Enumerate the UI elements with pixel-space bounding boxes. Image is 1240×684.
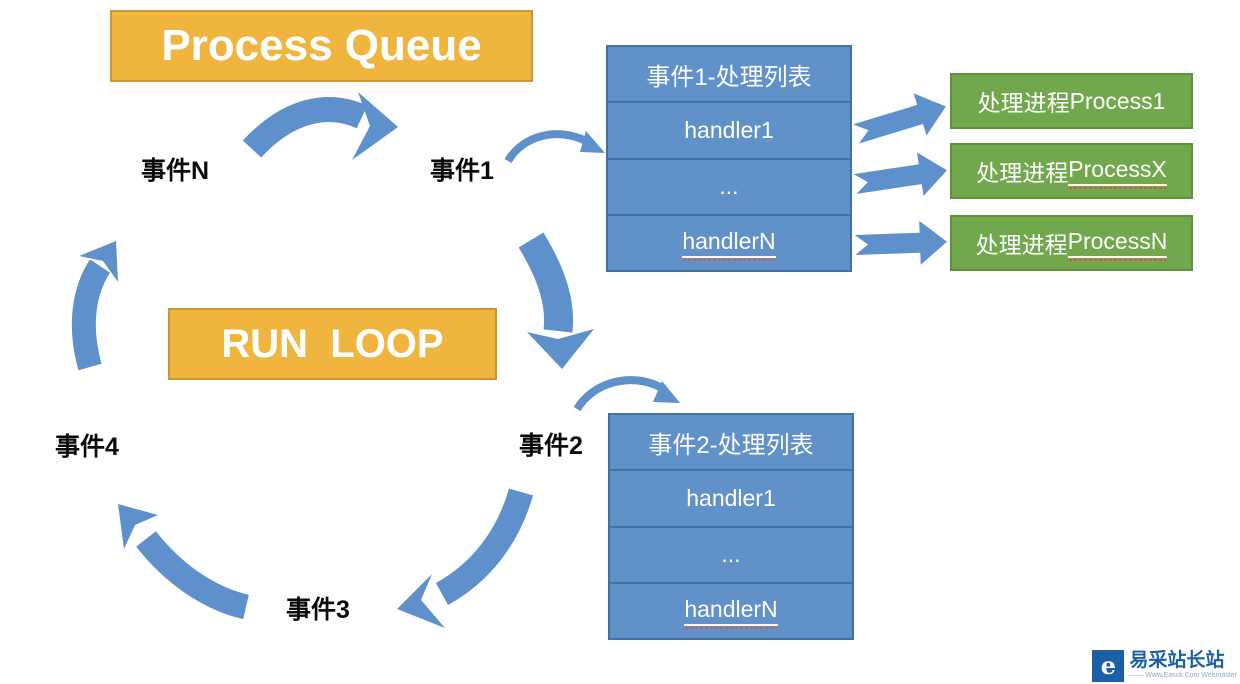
site-tagline: —— Www.Easck.Com Webmaster <box>1129 672 1237 680</box>
table-row: handler1 <box>608 103 850 160</box>
process-name: ProcessN <box>1067 228 1168 261</box>
event2-handler-table: 事件2-处理列表 handler1 ... handlerN <box>608 413 854 640</box>
process-prefix: 处理进程 <box>976 160 1069 186</box>
event-label-4: 事件4 <box>55 433 119 461</box>
site-name: 易采站长站 <box>1129 650 1225 672</box>
block-arrow-list1-to-processx <box>853 152 947 197</box>
block-arrow-list1-to-process1 <box>853 93 946 144</box>
table-row: ... <box>608 160 850 216</box>
run-loop-box: RUN LOOP <box>168 308 497 380</box>
event-label-1: 事件1 <box>430 157 494 185</box>
curved-arrow-event3-to-event4 <box>118 504 250 620</box>
event1-handler-table: 事件1-处理列表 handler1 ... handlerN <box>606 45 852 272</box>
curved-arrow-event4-to-eventN <box>71 241 118 371</box>
table-row: handler1 <box>610 471 852 528</box>
site-logo-icon: e <box>1092 650 1125 682</box>
table-row: ... <box>610 528 852 584</box>
hop-arrow-event1-to-list1 <box>504 130 605 164</box>
curved-arrow-eventN-to-event1 <box>242 92 398 160</box>
process-name: ProcessX <box>1068 156 1167 189</box>
site-watermark: e 易采站长站 —— Www.Easck.Com Webmaster <box>1092 650 1237 682</box>
table-row: handlerN <box>610 584 852 638</box>
handler-n-label: handlerN <box>682 228 776 261</box>
process-prefix: 处理进程 <box>977 90 1070 116</box>
event-label-2: 事件2 <box>519 432 583 460</box>
hop-arrow-event2-to-list2 <box>573 376 680 412</box>
curved-arrow-event1-to-event2 <box>518 232 594 369</box>
block-arrow-list1-to-processn <box>854 220 947 265</box>
table-row: handlerN <box>608 216 850 270</box>
process-prefix: 处理进程 <box>975 232 1068 258</box>
curved-arrow-event2-to-event3 <box>397 488 534 628</box>
process-name: Process1 <box>1069 87 1166 114</box>
table-header: 事件2-处理列表 <box>610 415 852 472</box>
process-queue-box: Process Queue <box>110 10 533 82</box>
table-header: 事件1-处理列表 <box>608 47 850 104</box>
event-label-n: 事件N <box>141 157 210 185</box>
handler-n-label: handlerN <box>684 596 778 629</box>
event-label-3: 事件3 <box>286 596 350 624</box>
